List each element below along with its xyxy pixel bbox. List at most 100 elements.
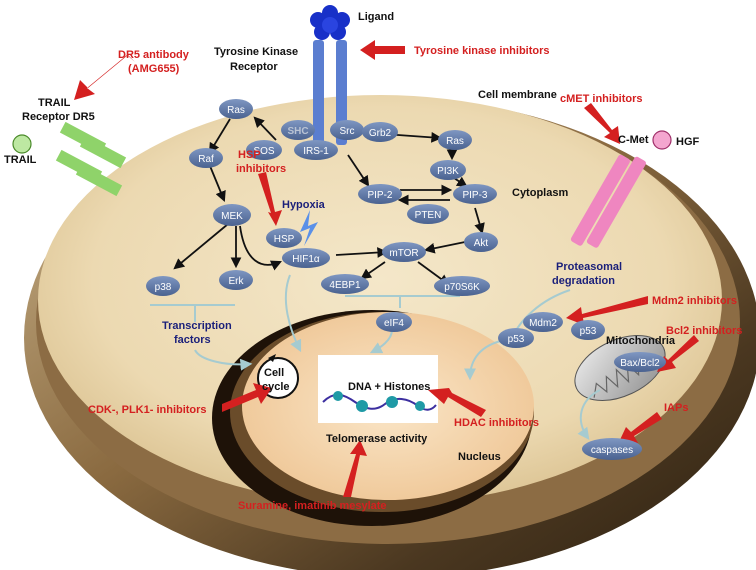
svg-text:MEK: MEK <box>221 211 243 222</box>
pathway-nodes: Ras SHC Src SOS IRS-1 Grb2 Ras PI3K Raf … <box>146 99 666 460</box>
mdm2-arrow <box>566 296 648 325</box>
node-src: Src <box>330 120 364 140</box>
svg-text:IRS-1: IRS-1 <box>303 146 329 157</box>
hgf-label: HGF <box>676 136 700 148</box>
node-irs1: IRS-1 <box>294 140 338 160</box>
tki-label: Tyrosine kinase inhibitors <box>414 45 550 57</box>
telomerase-label: Telomerase activity <box>326 433 428 445</box>
svg-text:Grb2: Grb2 <box>369 128 392 139</box>
svg-text:PIP-2: PIP-2 <box>367 190 392 201</box>
hypoxia-label: Hypoxia <box>282 199 326 211</box>
node-sos: SOS <box>246 140 282 160</box>
histone-1 <box>333 391 343 401</box>
svg-text:PTEN: PTEN <box>415 210 442 221</box>
node-pten: PTEN <box>407 204 449 224</box>
bcl2-inhibitors-label: Bcl2 inhibitors <box>666 325 742 337</box>
svg-text:Akt: Akt <box>474 238 489 249</box>
transcription-label-1: Transcription <box>162 320 232 332</box>
hsp-inhibitors-label-1: HSP <box>238 149 261 161</box>
svg-text:HSP: HSP <box>274 234 295 245</box>
nucleus-label: Nucleus <box>458 451 501 463</box>
iaps-label: IAPs <box>664 402 688 414</box>
transcription-label-2: factors <box>174 334 211 346</box>
trail-receptor-dr5 <box>12 121 127 197</box>
histone-3 <box>386 396 398 408</box>
tki-arrow <box>360 40 405 60</box>
node-p70s6k: p70S6K <box>434 276 490 296</box>
node-caspases: caspases <box>582 438 642 460</box>
node-mdm2: Mdm2 <box>523 312 563 332</box>
proteasomal-label-1: Proteasomal <box>556 261 622 273</box>
bcl2-arrow <box>657 335 699 372</box>
svg-text:SOS: SOS <box>253 146 274 157</box>
svg-text:PI3K: PI3K <box>437 166 459 177</box>
cmet-label: C-Met <box>618 134 649 146</box>
suramine-arrow <box>343 440 367 497</box>
svg-text:p38: p38 <box>155 282 172 293</box>
cytoplasm-label: Cytoplasm <box>512 187 568 199</box>
ligand-label: Ligand <box>358 11 394 23</box>
node-ras-1: Ras <box>219 99 253 119</box>
svg-text:PIP-3: PIP-3 <box>462 190 487 201</box>
node-pip2: PIP-2 <box>358 184 402 204</box>
svg-text:eIF4: eIF4 <box>384 318 404 329</box>
node-akt: Akt <box>464 232 498 252</box>
svg-text:p53: p53 <box>580 326 597 337</box>
dr5-antibody-label-2: (AMG655) <box>128 63 180 75</box>
dna-strand <box>322 393 437 411</box>
hypoxia-bolt <box>300 210 318 246</box>
tyrosine-kinase-receptor <box>310 5 350 145</box>
node-hsp: HSP <box>266 228 302 248</box>
hdac-inhibitors-label: HDAC inhibitors <box>454 417 539 429</box>
suramine-label: Suramine, imatinib mesylate <box>238 500 387 512</box>
hgf-ligand <box>652 130 672 150</box>
svg-text:mTOR: mTOR <box>389 248 418 259</box>
trail-ligand <box>12 134 32 154</box>
node-mtor: mTOR <box>382 242 426 262</box>
svg-text:Src: Src <box>340 126 355 137</box>
mitochondria-label: Mitochondria <box>606 335 676 347</box>
histone-2 <box>356 400 368 412</box>
cmet-receptor <box>570 130 672 248</box>
histone-4 <box>415 401 425 411</box>
svg-text:Mdm2: Mdm2 <box>529 318 557 329</box>
svg-text:HIF1α: HIF1α <box>292 254 320 265</box>
node-raf: Raf <box>189 148 223 168</box>
tk-receptor-label-1: Tyrosine Kinase <box>214 46 298 58</box>
tk-receptor-label-2: Receptor <box>230 61 278 73</box>
node-4ebp1: 4EBP1 <box>321 274 369 294</box>
node-mek: MEK <box>213 204 251 226</box>
cell-body <box>24 95 756 570</box>
node-hif1a: HIF1α <box>282 248 330 268</box>
hsp-arrow <box>258 172 282 226</box>
node-p53-b: p53 <box>571 320 605 340</box>
cytoplasm-area <box>38 95 722 505</box>
node-ras-2: Ras <box>438 130 472 150</box>
hdac-arrow <box>428 388 486 417</box>
svg-text:Bax/Bcl2: Bax/Bcl2 <box>620 358 660 369</box>
cell-cycle-label-2: cycle <box>262 381 290 393</box>
dr5-antibody-label-1: DR5 antibody <box>118 49 190 61</box>
ligand-shape <box>310 5 350 40</box>
cdk-inhibitors-label: CDK-, PLK1- inhibitors <box>88 404 207 416</box>
trail-receptor-label-1: TRAIL <box>38 97 71 109</box>
node-shc: SHC <box>281 120 315 140</box>
mdm2-inhibitors-label: Mdm2 inhibitors <box>652 295 737 307</box>
svg-text:Erk: Erk <box>229 276 245 287</box>
proteasomal-label-2: degradation <box>552 275 615 287</box>
svg-text:p53: p53 <box>508 334 525 345</box>
trail-label: TRAIL <box>4 154 37 166</box>
svg-text:caspases: caspases <box>591 445 633 456</box>
dr5-inhibitor-arrow <box>74 55 135 100</box>
cdk-arrow <box>222 383 272 412</box>
cmet-inhibitors-label: cMET inhibitors <box>560 93 643 105</box>
node-p38: p38 <box>146 276 180 296</box>
dna-histones-label: DNA + Histones <box>348 381 430 393</box>
svg-text:Raf: Raf <box>198 154 214 165</box>
trail-receptor-label-2: Receptor DR5 <box>22 111 95 123</box>
node-eif4: eIF4 <box>376 312 412 332</box>
node-bax-bcl2: Bax/Bcl2 <box>614 352 666 372</box>
inhibitor-labels: DR5 antibody (AMG655) Tyrosine kinase in… <box>88 45 742 512</box>
